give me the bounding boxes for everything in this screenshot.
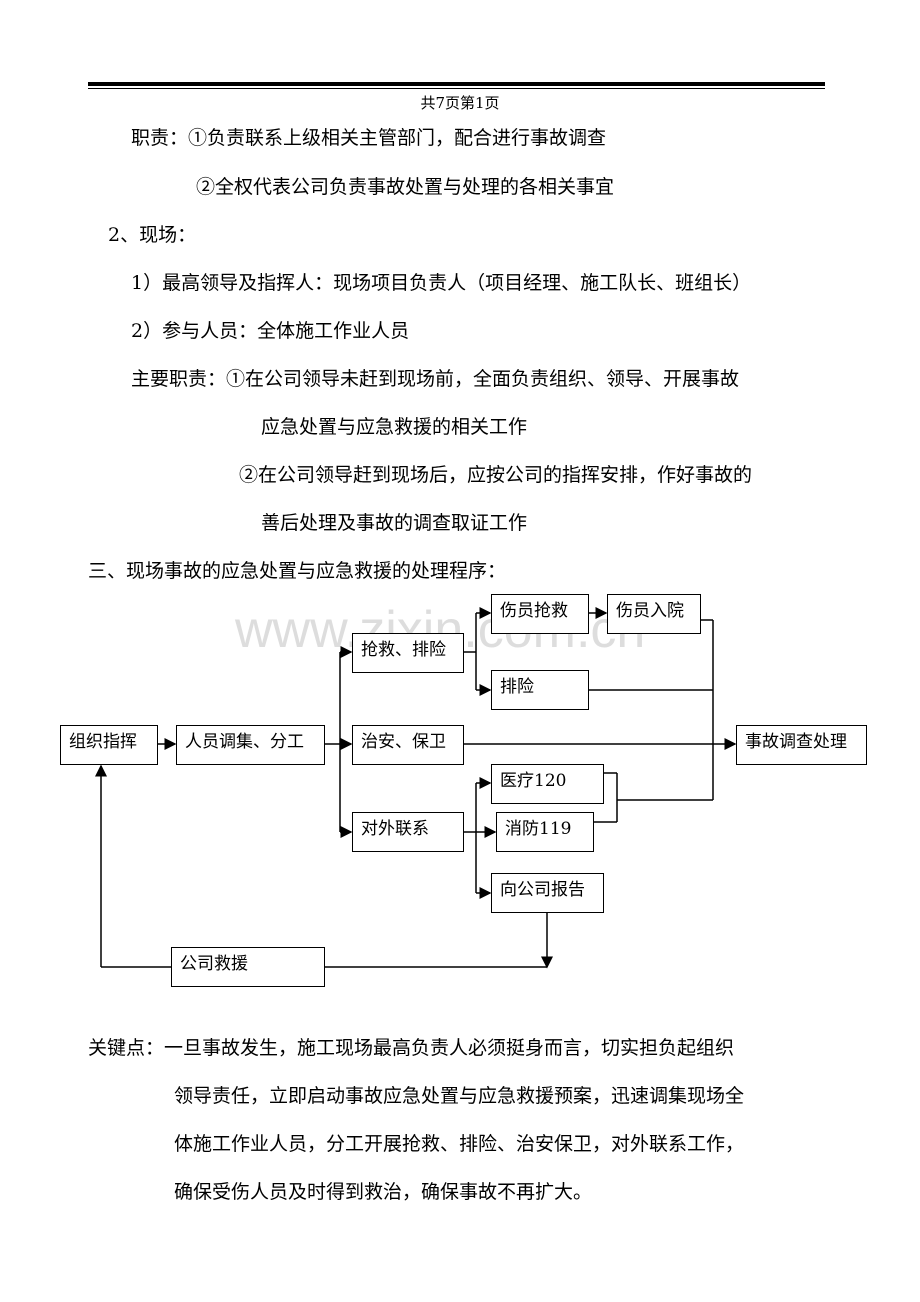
flow-node-hazard: 排险 xyxy=(491,670,589,710)
paragraph: 2、现场： xyxy=(108,224,197,246)
key-points: 体施工作业人员，分工开展抢救、排险、治安保卫，对外联系工作， xyxy=(174,1133,745,1155)
flow-node-assemble: 人员调集、分工 xyxy=(176,725,325,765)
paragraph: 1）最高领导及指挥人：现场项目负责人（项目经理、施工队长、班组长） xyxy=(131,272,752,294)
paragraph: 应急处置与应急救援的相关工作 xyxy=(261,416,528,438)
paragraph: 善后处理及事故的调查取证工作 xyxy=(261,512,528,534)
header-rule xyxy=(88,82,825,86)
key-points: 确保受伤人员及时得到救治，确保事故不再扩大。 xyxy=(174,1181,593,1203)
flow-node-fire: 消防119 xyxy=(496,812,594,852)
paragraph: ②在公司领导赶到现场后，应按公司的指挥安排，作好事故的 xyxy=(239,464,753,486)
header-rule-thin xyxy=(88,88,825,89)
flow-node-injured-rescue: 伤员抢救 xyxy=(491,594,589,634)
flow-node-rescue: 抢救、排险 xyxy=(352,633,464,673)
flow-node-company-rescue: 公司救援 xyxy=(171,947,325,987)
flow-node-security: 治安、保卫 xyxy=(352,725,464,765)
key-points: 领导责任，立即启动事故应急处置与应急救援预案，迅速调集现场全 xyxy=(174,1085,745,1107)
key-points: 关键点：一旦事故发生，施工现场最高负责人必须挺身而言，切实担负起组织 xyxy=(88,1037,735,1059)
flow-node-command: 组织指挥 xyxy=(60,725,158,765)
flow-node-hospital: 伤员入院 xyxy=(607,594,701,634)
paragraph: 主要职责：①在公司领导未赶到现场前，全面负责组织、领导、开展事故 xyxy=(131,368,740,390)
page-info: 共7页第1页 xyxy=(420,94,500,112)
flow-node-investigation: 事故调查处理 xyxy=(736,725,867,765)
flow-node-report: 向公司报告 xyxy=(491,873,604,913)
paragraph: ②全权代表公司负责事故处置与处理的各相关事宜 xyxy=(196,176,615,198)
paragraph: 2）参与人员：全体施工作业人员 xyxy=(131,320,410,342)
paragraph: 职责：①负责联系上级相关主管部门，配合进行事故调查 xyxy=(131,127,607,149)
flow-node-external: 对外联系 xyxy=(352,812,464,852)
section-heading: 三、现场事故的应急处置与应急救援的处理程序： xyxy=(88,560,507,582)
flow-node-medical: 医疗120 xyxy=(491,764,604,804)
